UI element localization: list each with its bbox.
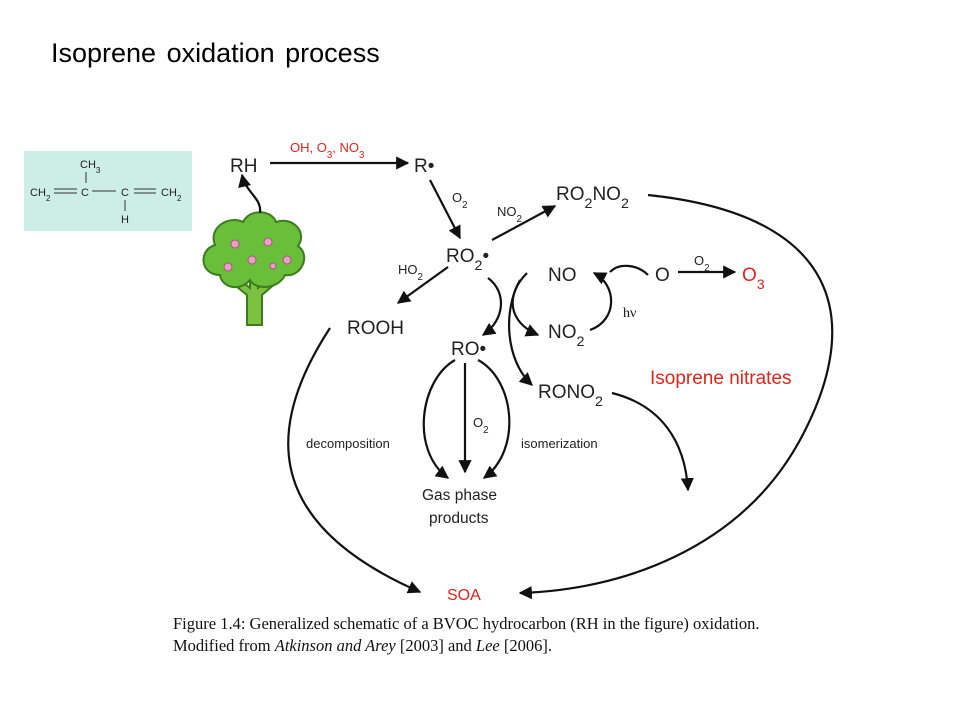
arrow-rono2-to-soa	[611, 391, 694, 492]
arrow-ro2-to-ro2no2	[491, 205, 557, 241]
reaction-o2-r: O2	[452, 190, 468, 211]
arrow-tree-to-rh	[238, 173, 262, 214]
species-rh: RH	[230, 156, 257, 177]
caption-ref-post: [2006].	[499, 636, 552, 655]
species-o3: O3	[742, 265, 765, 293]
tree-icon	[202, 211, 305, 326]
reaction-no2: NO2	[497, 204, 522, 225]
caption-ref-mid: [2003] and	[395, 636, 476, 655]
reaction-photolysis: hν	[623, 306, 636, 321]
molecule-left-ch2: CH2	[30, 187, 51, 203]
caption-ref-atkinson: Atkinson and Arey	[274, 636, 396, 655]
arrow-ro-isomerization	[477, 359, 511, 479]
species-soa: SOA	[447, 587, 481, 604]
arrow-ro-decomposition	[422, 359, 456, 479]
arrow-rooh-to-soa	[287, 327, 422, 594]
species-ro-radical: RO•	[451, 339, 486, 360]
species-ro2no2: RO2NO2	[556, 184, 629, 212]
species-no: NO	[548, 265, 577, 286]
species-rooh: ROOH	[347, 318, 404, 339]
species-products: products	[429, 510, 489, 527]
molecule-c1: C	[81, 187, 89, 199]
reaction-oxidants: OH, O3, NO3	[290, 140, 364, 161]
isoprene-nitrates-label: Isoprene nitrates	[650, 368, 792, 389]
species-r-radical: R•	[414, 156, 434, 177]
arrow-no-to-no2	[511, 272, 540, 337]
reaction-o2-o3: O2	[694, 253, 710, 274]
species-gas-phase: Gas phase	[422, 487, 497, 504]
molecule-c2: C	[121, 187, 129, 199]
reaction-isomerization: isomerization	[521, 436, 598, 451]
caption-ref-lee: Lee	[475, 636, 500, 655]
page-title: Isoprene oxidation process	[51, 38, 380, 68]
species-no2: NO2	[548, 322, 585, 350]
reaction-o2-gas: O2	[473, 415, 489, 436]
figure-caption-reference: Modified from Atkinson and Arey [2003] a…	[173, 636, 552, 656]
molecule-h: H	[121, 214, 129, 226]
arrow-o-to-no	[609, 264, 649, 276]
arrow-ro2no2-to-soa	[518, 193, 834, 600]
reaction-decomposition: decomposition	[306, 436, 390, 451]
arrow-ro2-to-ro	[481, 277, 503, 336]
species-rono2: RONO2	[538, 382, 603, 410]
caption-ref-pre: Modified from	[173, 636, 275, 655]
arrow-ro2-to-rooh	[396, 266, 449, 304]
arrow-r-to-ro2	[429, 179, 461, 240]
species-o: O	[655, 265, 670, 286]
molecule-ch3: CH3	[80, 159, 101, 175]
molecule-right-ch2: CH2	[161, 187, 182, 203]
reaction-ho2: HO2	[398, 262, 423, 283]
figure-caption: Figure 1.4: Generalized schematic of a B…	[173, 614, 760, 633]
arrow-to-rono2	[507, 279, 533, 386]
arrow-no2-to-no-photolysis	[589, 272, 613, 332]
isoprene-structure: CH3 CH2 C C CH2 H	[24, 151, 192, 231]
species-ro2-radical: RO2•	[446, 246, 489, 274]
